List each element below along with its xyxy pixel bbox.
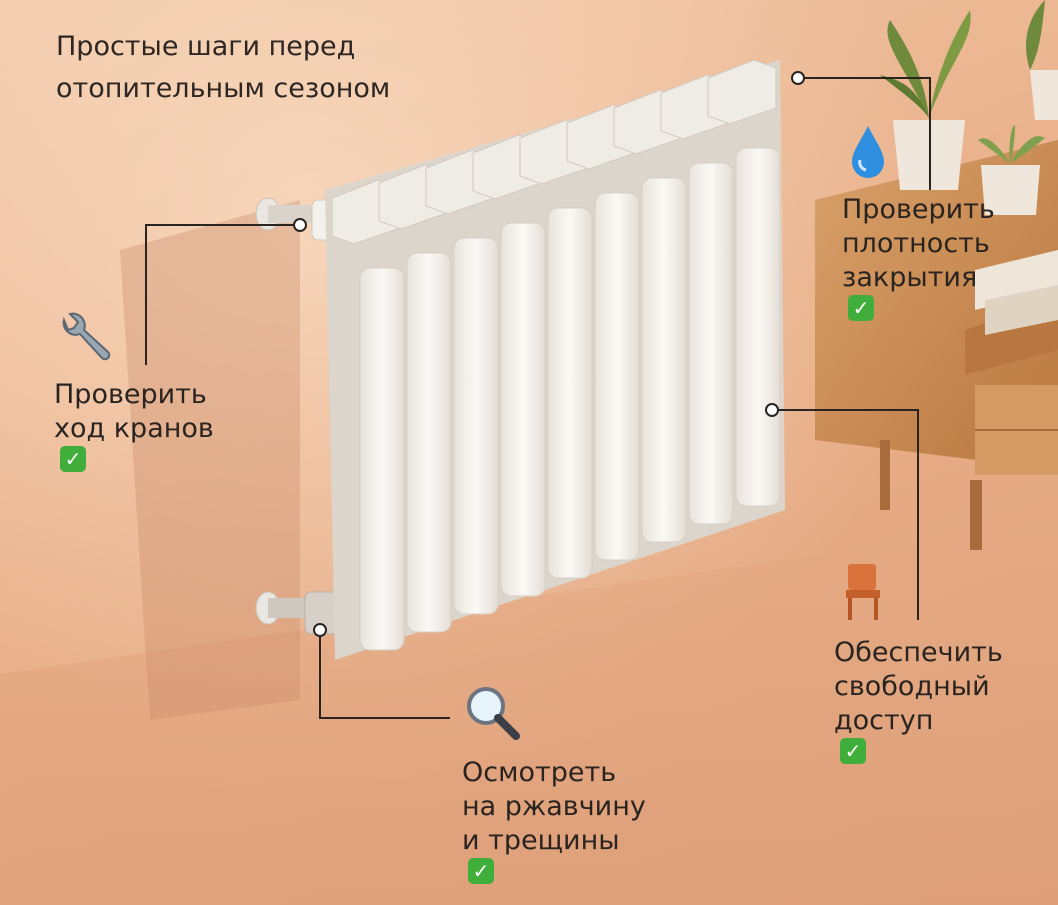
callout-access-line-1: Обеспечить — [834, 637, 1003, 668]
chair-icon — [846, 564, 880, 620]
callout-access: Обеспечить свободный доступ✓ — [834, 636, 1003, 764]
cabinet — [815, 140, 1058, 550]
water-drop-icon — [852, 126, 884, 178]
radiator-section — [688, 162, 734, 525]
radiator-section — [406, 252, 452, 633]
callout-dots — [293, 71, 805, 637]
callout-rust: Осмотреть на ржавчину и трещины✓ — [462, 756, 646, 884]
magnifier-icon — [467, 687, 520, 740]
radiator-section — [641, 177, 687, 543]
radiator-section — [547, 207, 593, 579]
check-mark-icon: ✓ — [840, 738, 866, 764]
title-line-2: отопительным сезоном — [56, 73, 391, 104]
callout-rust-line-3: и трещины — [462, 825, 620, 856]
callout-rust-line-2: на ржавчину — [462, 791, 646, 822]
radiator-body — [325, 59, 785, 660]
radiator-section — [500, 222, 546, 597]
check-mark-icon: ✓ — [468, 858, 494, 884]
radiator-section — [594, 192, 640, 561]
callout-seal-line-1: Проверить — [842, 194, 995, 225]
check-mark-icon: ✓ — [848, 295, 874, 321]
callout-valves: Проверить ход кранов✓ — [54, 378, 214, 472]
page-title: Простые шаги перед отопительным сезоном — [56, 26, 476, 110]
radiator-shadow — [120, 200, 300, 720]
callout-valves-line-1: Проверить — [54, 379, 207, 410]
wrench-icon — [62, 312, 111, 361]
title-line-1: Простые шаги перед — [56, 31, 356, 62]
callout-access-line-2: свободный — [834, 671, 990, 702]
callout-seal-line-2: плотность — [842, 228, 990, 259]
radiator-section — [735, 147, 781, 507]
check-mark-icon: ✓ — [60, 446, 86, 472]
callout-access-line-3: доступ — [834, 705, 934, 736]
callout-rust-line-1: Осмотреть — [462, 757, 617, 788]
callout-seal-line-3: закрытия — [842, 262, 978, 293]
radiator-section-cap — [707, 59, 777, 125]
radiator-section — [359, 267, 405, 651]
callout-seal: Проверить плотность закрытия✓ — [842, 193, 995, 321]
callout-valves-line-2: ход кранов — [54, 413, 214, 444]
callout-lines — [145, 77, 931, 719]
radiator-section — [453, 237, 499, 615]
